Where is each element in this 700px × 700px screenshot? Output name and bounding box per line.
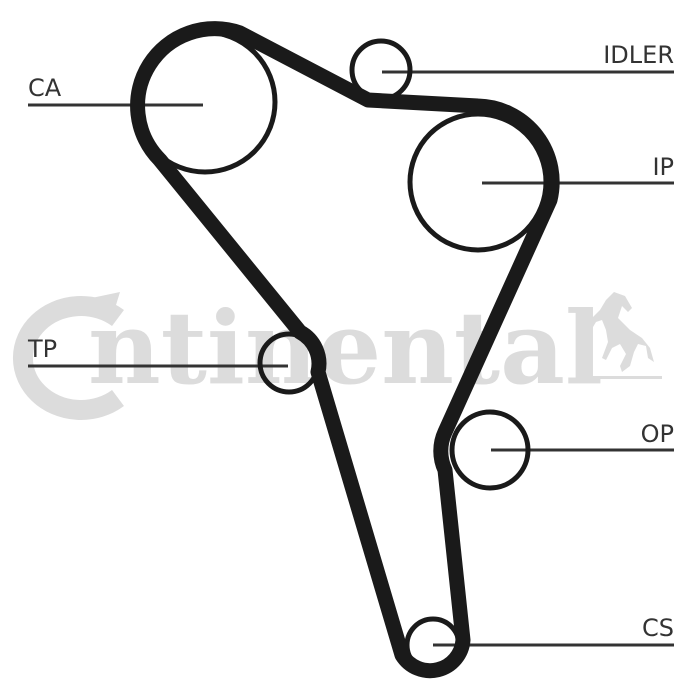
continental-c-logo-icon: [12, 292, 124, 420]
timing-belt: [130, 21, 560, 679]
continental-watermark: ntinental: [12, 289, 662, 420]
brand-watermark-text: ntinental: [88, 289, 603, 407]
label-idler: IDLER: [603, 41, 674, 69]
label-cs: CS: [642, 614, 674, 642]
pulley-op: [449, 409, 531, 491]
rearing-horse-icon: [580, 292, 662, 379]
labels: CA IDLER IP TP OP CS: [27, 41, 674, 642]
leader-lines: [28, 70, 674, 647]
label-tp: TP: [27, 335, 57, 363]
label-op: OP: [641, 420, 674, 448]
label-ca: CA: [28, 74, 62, 102]
label-ip: IP: [652, 153, 674, 181]
